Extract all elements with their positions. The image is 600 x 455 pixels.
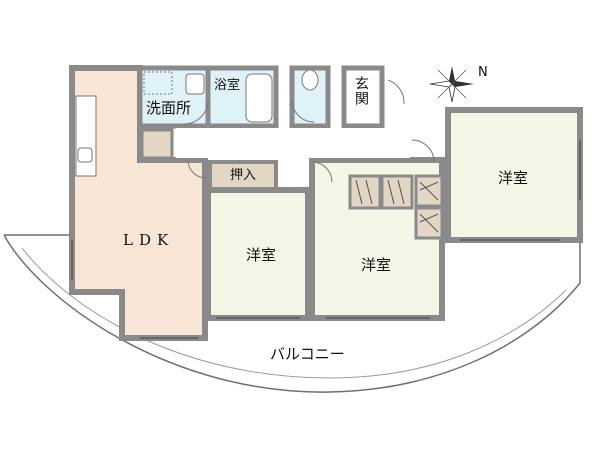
storage-floor bbox=[140, 128, 174, 160]
room-label-closet: 押入 bbox=[230, 168, 257, 183]
washer-space bbox=[143, 71, 173, 95]
compass-north-label: N bbox=[478, 65, 488, 80]
toilet bbox=[301, 69, 319, 91]
compass-icon bbox=[429, 66, 474, 103]
windows bbox=[71, 140, 581, 339]
room-label-entrance: 玄関 bbox=[353, 76, 369, 106]
wardrobe-hatching bbox=[355, 179, 439, 233]
kitchen-counter bbox=[75, 95, 97, 177]
room-label-western-left: 洋室 bbox=[246, 246, 277, 264]
wardrobe-2 bbox=[380, 174, 414, 210]
wardrobe-1 bbox=[348, 174, 382, 210]
room-label-western-center: 洋室 bbox=[361, 256, 392, 274]
room-label-western-right: 洋室 bbox=[498, 169, 529, 187]
washbasin bbox=[185, 73, 205, 95]
corridor bbox=[176, 128, 410, 158]
bathtub bbox=[245, 73, 273, 123]
western-room-left-floor bbox=[205, 187, 311, 321]
balcony-outline bbox=[3, 234, 581, 393]
entrance-floor bbox=[341, 65, 385, 129]
room-label-balcony: バルコニー bbox=[270, 345, 345, 363]
room-label-ldk: LDK bbox=[123, 231, 175, 249]
room-label-bathroom: 浴室 bbox=[214, 78, 241, 93]
kitchen-sink bbox=[77, 147, 93, 163]
room-label-washroom: 洗面所 bbox=[146, 99, 192, 117]
balcony-inner-outline bbox=[21, 247, 567, 379]
closet-floor bbox=[208, 160, 278, 192]
door-swings bbox=[183, 79, 435, 183]
wardrobe-3 bbox=[414, 174, 444, 208]
